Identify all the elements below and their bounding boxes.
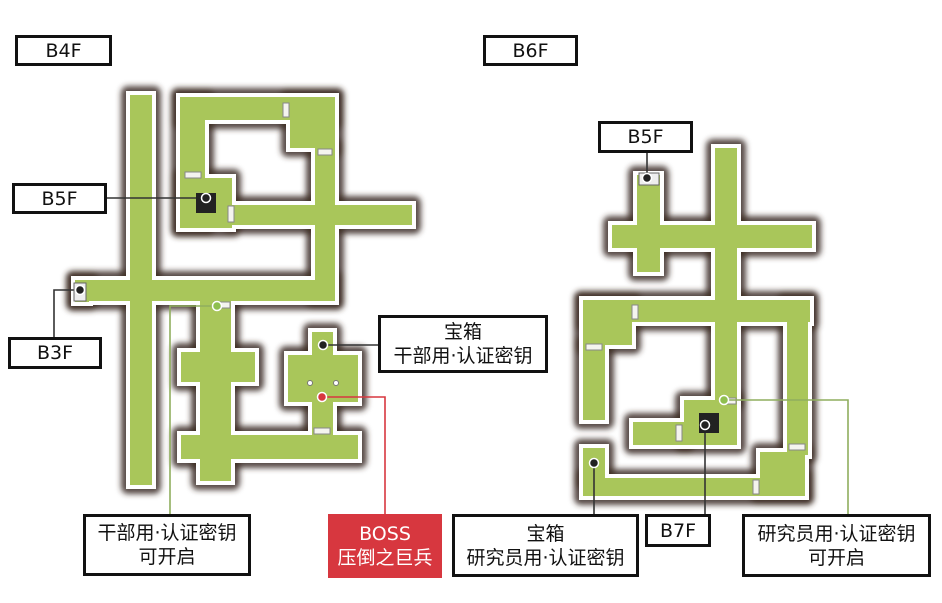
marker-dot [316, 391, 328, 403]
stairs-label-b5f-right[interactable]: B5F [598, 121, 693, 153]
door-note-key: 干部用·认证密钥 [97, 522, 237, 544]
corridor [633, 422, 685, 445]
marker-dot [699, 419, 711, 431]
corridor [583, 345, 605, 420]
chest-item: 研究员用·认证密钥 [466, 546, 625, 569]
door [585, 343, 603, 351]
corridor [715, 148, 737, 300]
corridor [315, 148, 335, 300]
chest-label-right[interactable]: 宝箱 研究员用·认证密钥 [452, 514, 639, 577]
marker-dot [211, 300, 223, 312]
floor-title-text: B6F [512, 39, 549, 62]
door-note-left[interactable]: 干部用·认证密钥 可开启 [83, 514, 251, 576]
corridor [583, 300, 810, 322]
pillar-icon [333, 380, 339, 386]
door [282, 102, 290, 118]
chest-title: 宝箱 [526, 522, 565, 545]
door-note-right[interactable]: 研究员用·认证密钥 可开启 [742, 514, 931, 577]
door-note-text: 可开启 [807, 546, 865, 569]
door-note-text: 可开启 [138, 546, 196, 568]
stairs-label-text: B5F [41, 187, 78, 210]
corridor [181, 352, 255, 382]
connector-line [169, 305, 217, 514]
chest-item: 干部用·认证密钥 [393, 345, 533, 367]
stairs-label-text: B5F [627, 126, 664, 148]
corridor [312, 400, 333, 436]
door [631, 304, 639, 320]
door [675, 424, 683, 442]
marker-dot [74, 284, 86, 296]
corridor [715, 320, 737, 400]
floor-title-b6f: B6F [483, 35, 578, 66]
corridor [583, 300, 632, 345]
door-note-key: 研究员用·认证密钥 [757, 522, 916, 545]
boss-name: 压倒之巨兵 [337, 547, 433, 569]
marker-dot [641, 172, 653, 184]
corridor [583, 478, 805, 496]
marker-dot [718, 394, 730, 406]
stairs-label-text: B3F [36, 342, 74, 364]
connector-line [53, 289, 80, 337]
door [227, 205, 235, 223]
boss-title: BOSS [359, 523, 411, 545]
floor-title-b4f: B4F [15, 35, 112, 66]
marker-dot [200, 192, 212, 204]
door [317, 148, 333, 156]
door [752, 479, 760, 495]
connector-line [724, 399, 849, 514]
marker-dot [588, 457, 600, 469]
stairs-label-b7f[interactable]: B7F [645, 514, 711, 547]
chest-label-left[interactable]: 宝箱 干部用·认证密钥 [378, 315, 548, 373]
corridor [75, 280, 335, 301]
floor-corridors [75, 95, 812, 496]
corridor [787, 300, 808, 455]
stairs-label-text: B7F [659, 519, 697, 542]
door [184, 171, 202, 179]
corridor [181, 435, 358, 459]
map-markers [73, 172, 730, 469]
corridor [290, 97, 335, 148]
corridor [637, 175, 660, 272]
boss-label[interactable]: BOSS 压倒之巨兵 [328, 514, 442, 578]
chest-title: 宝箱 [443, 321, 482, 343]
stairs-label-b3f[interactable]: B3F [8, 337, 102, 369]
door [313, 427, 331, 435]
corridor [612, 225, 812, 248]
door [788, 443, 806, 451]
stairs-label-b5f-left[interactable]: B5F [12, 183, 107, 214]
corridor [760, 452, 805, 496]
connector-line [322, 396, 386, 514]
floor-title-text: B4F [45, 39, 82, 62]
marker-dot [317, 339, 329, 351]
pillar-icon [307, 380, 313, 386]
